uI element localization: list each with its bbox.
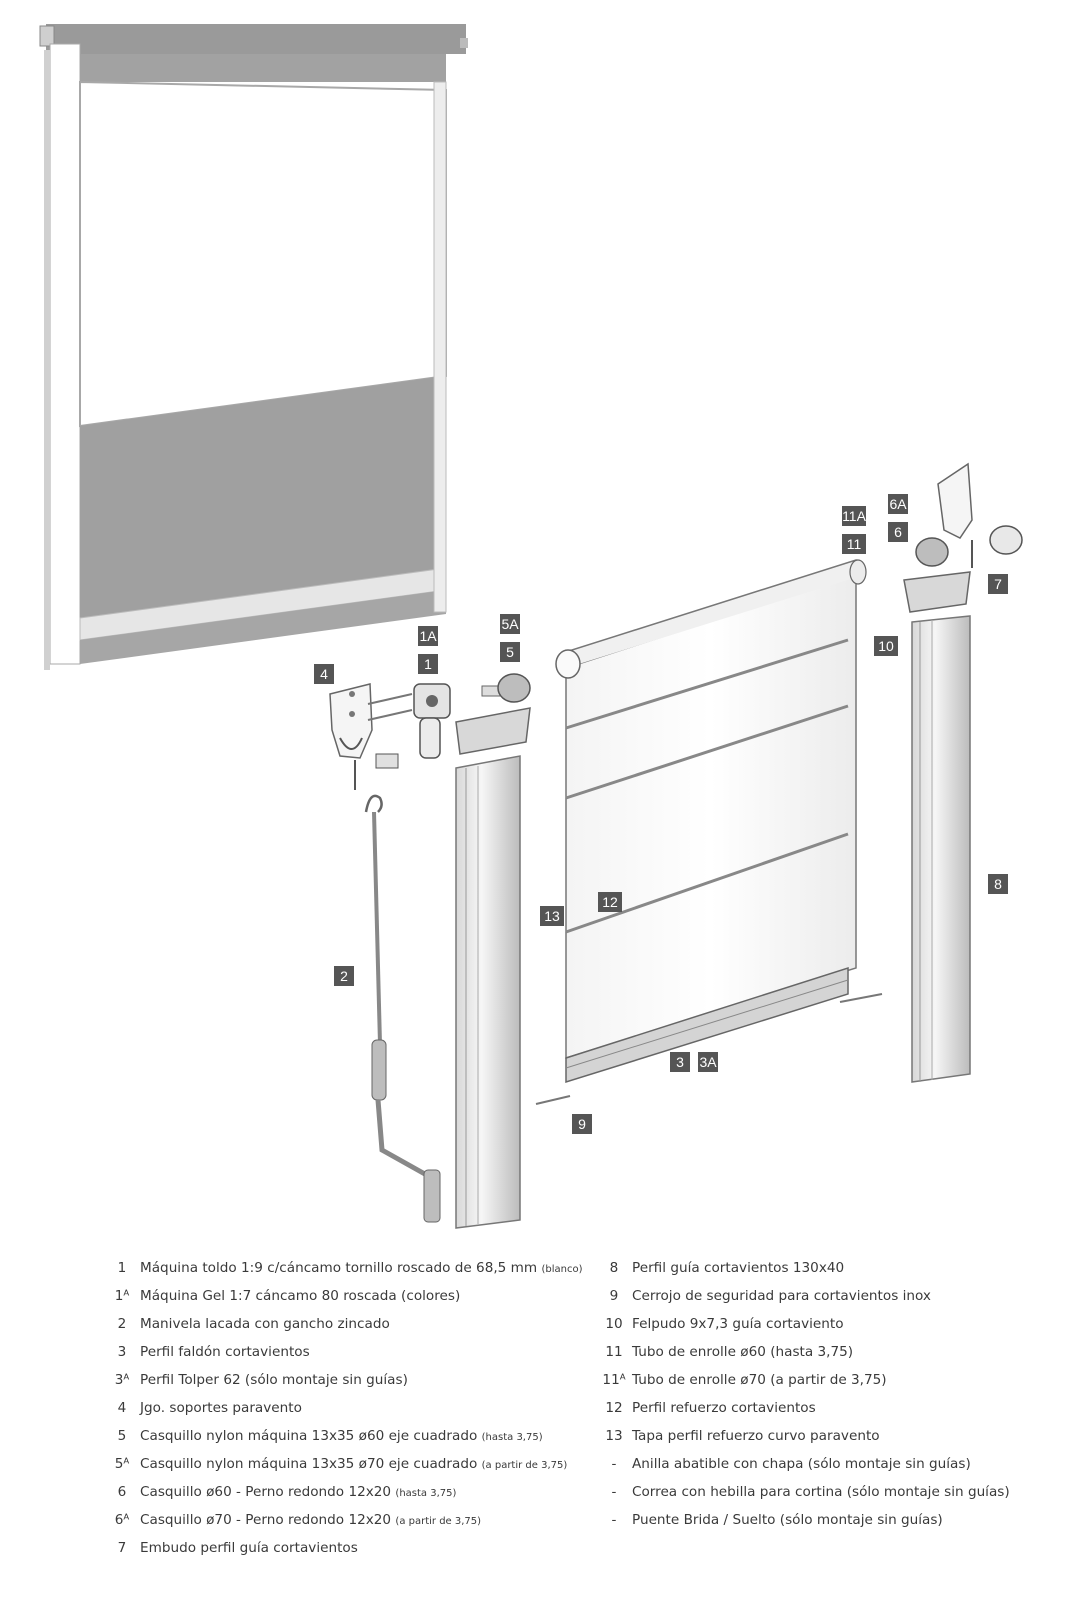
callout-5: 5 — [500, 642, 520, 662]
assembled-screen-illustration — [39, 24, 468, 670]
legend-text: Perfil faldón cortavientos — [140, 1344, 310, 1360]
bracket-part-4 — [329, 683, 413, 790]
parts-legend-left: 1 Máquina toldo 1:9 c/cáncamo tornillo ro… — [104, 1254, 584, 1562]
callout-8: 8 — [988, 874, 1008, 894]
legend-row: 11 Tubo de enrolle ø60 (hasta 3,75) — [596, 1338, 1056, 1366]
legend-text: Felpudo 9x7,3 guía cortaviento — [632, 1316, 844, 1332]
legend-text: Manivela lacada con gancho zincado — [140, 1316, 390, 1332]
callout-4: 4 — [314, 664, 334, 684]
legend-row: 7 Embudo perfil guía cortavientos — [104, 1534, 584, 1562]
legend-number: 5ᴬ — [114, 1456, 130, 1472]
legend-text: Tapa perfil refuerzo curvo paravento — [632, 1428, 880, 1444]
legend-row: 9 Cerrojo de seguridad para cortavientos … — [596, 1282, 1056, 1310]
callout-6: 6 — [888, 522, 908, 542]
right-guide-profile — [911, 615, 971, 1083]
legend-number: - — [611, 1456, 617, 1472]
legend-number: 5 — [117, 1428, 127, 1444]
legend-text: Casquillo ø70 - Perno redondo 12x20 (a p… — [140, 1512, 482, 1528]
exploded-view-diagram — [39, 24, 1023, 1229]
legend-number: 6ᴬ — [114, 1512, 130, 1528]
legend-row: 12 Perfil refuerzo cortavientos — [596, 1394, 1056, 1422]
legend-number: 11 — [605, 1344, 623, 1360]
legend-row: 6ᴬ Casquillo ø70 - Perno redondo 12x20 (a… — [104, 1506, 584, 1534]
legend-row: 8 Perfil guía cortavientos 130x40 — [596, 1254, 1056, 1282]
legend-number: 9 — [609, 1288, 619, 1304]
funnel-left — [455, 707, 531, 755]
legend-row: 10 Felpudo 9x7,3 guía cortaviento — [596, 1310, 1056, 1338]
legend-text: Máquina toldo 1:9 c/cáncamo tornillo ros… — [140, 1260, 583, 1276]
legend-number: 7 — [117, 1540, 127, 1556]
fabric-and-roller-tube — [535, 559, 883, 1105]
legend-text: Tubo de enrolle ø70 (a partir de 3,75) — [632, 1372, 887, 1388]
legend-text: Casquillo ø60 - Perno redondo 12x20 (has… — [140, 1484, 457, 1500]
legend-number: - — [611, 1512, 617, 1528]
funnel-right — [903, 571, 971, 613]
callout-9: 9 — [572, 1114, 592, 1134]
legend-row: 3ᴬ Perfil Tolper 62 (sólo montaje sin guí… — [104, 1366, 584, 1394]
legend-text: Máquina Gel 1:7 cáncamo 80 roscada (colo… — [140, 1288, 461, 1304]
legend-row: 1ᴬ Máquina Gel 1:7 cáncamo 80 roscada (co… — [104, 1282, 584, 1310]
legend-row: -Anilla abatible con chapa (sólo montaje… — [596, 1450, 1056, 1478]
callout-13: 13 — [540, 906, 564, 926]
legend-text: Perfil guía cortavientos 130x40 — [632, 1260, 845, 1276]
legend-number: 3 — [117, 1344, 127, 1360]
callout-12: 12 — [598, 892, 622, 912]
crank-handle-part-2 — [364, 794, 441, 1223]
legend-text: Jgo. soportes paravento — [140, 1400, 302, 1416]
legend-row: 5ᴬ Casquillo nylon máquina 13x35 ø70 eje … — [104, 1450, 584, 1478]
legend-text: Perfil refuerzo cortavientos — [632, 1400, 816, 1416]
callout-2: 2 — [334, 966, 354, 986]
callout-1: 1 — [418, 654, 438, 674]
callout-5a: 5A — [500, 614, 520, 634]
callout-11: 11 — [842, 534, 866, 554]
parts-legend-right: 8 Perfil guía cortavientos 130x40 9 Cerroj… — [596, 1254, 1056, 1534]
left-guide-profile — [455, 755, 521, 1229]
legend-text: Cerrojo de seguridad para cortavientos i… — [632, 1288, 931, 1304]
callout-6a: 6A — [888, 494, 908, 514]
legend-text: Embudo perfil guía cortavientos — [140, 1540, 358, 1556]
legend-row: 1 Máquina toldo 1:9 c/cáncamo tornillo ro… — [104, 1254, 584, 1282]
legend-number: 1ᴬ — [114, 1288, 130, 1304]
nylon-cap-part-5 — [481, 673, 531, 703]
legend-number: 11ᴬ — [602, 1372, 626, 1388]
legend-text: Tubo de enrolle ø60 (hasta 3,75) — [632, 1344, 854, 1360]
legend-number: 4 — [117, 1400, 127, 1416]
legend-text: Puente Brida / Suelto (sólo montaje sin … — [632, 1512, 943, 1528]
legend-row: 4 Jgo. soportes paravento — [104, 1394, 584, 1422]
legend-text: Perfil Tolper 62 (sólo montaje sin guías… — [140, 1372, 408, 1388]
legend-number: 13 — [605, 1428, 623, 1444]
legend-number: - — [611, 1484, 617, 1500]
callout-10: 10 — [874, 636, 898, 656]
callout-1a: 1A — [418, 626, 438, 646]
legend-row: 11ᴬ Tubo de enrolle ø70 (a partir de 3,75… — [596, 1366, 1056, 1394]
legend-number: 10 — [605, 1316, 623, 1332]
legend-row: 3 Perfil faldón cortavientos — [104, 1338, 584, 1366]
callout-7: 7 — [988, 574, 1008, 594]
legend-row: 13 Tapa perfil refuerzo curvo paravento — [596, 1422, 1056, 1450]
legend-number: 3ᴬ — [114, 1372, 130, 1388]
callout-11a: 11A — [842, 506, 866, 526]
legend-number: 12 — [605, 1400, 623, 1416]
legend-text: Anilla abatible con chapa (sólo montaje … — [632, 1456, 971, 1472]
right-cap-and-bracket — [915, 462, 1023, 568]
legend-text: Casquillo nylon máquina 13x35 ø60 eje cu… — [140, 1428, 543, 1444]
legend-row: -Puente Brida / Suelto (sólo montaje sin… — [596, 1506, 1056, 1534]
legend-row: 2 Manivela lacada con gancho zincado — [104, 1310, 584, 1338]
callout-3a: 3A — [698, 1052, 718, 1072]
legend-text: Casquillo nylon máquina 13x35 ø70 eje cu… — [140, 1456, 568, 1472]
legend-row: -Correa con hebilla para cortina (sólo m… — [596, 1478, 1056, 1506]
legend-number: 6 — [117, 1484, 127, 1500]
legend-text: Correa con hebilla para cortina (sólo mo… — [632, 1484, 1010, 1500]
legend-number: 1 — [117, 1260, 127, 1276]
legend-number: 8 — [609, 1260, 619, 1276]
gearbox-part-1 — [413, 683, 451, 759]
legend-number: 2 — [117, 1316, 127, 1332]
legend-row: 5 Casquillo nylon máquina 13x35 ø60 eje c… — [104, 1422, 584, 1450]
legend-row: 6 Casquillo ø60 - Perno redondo 12x20 (ha… — [104, 1478, 584, 1506]
callout-3: 3 — [670, 1052, 690, 1072]
